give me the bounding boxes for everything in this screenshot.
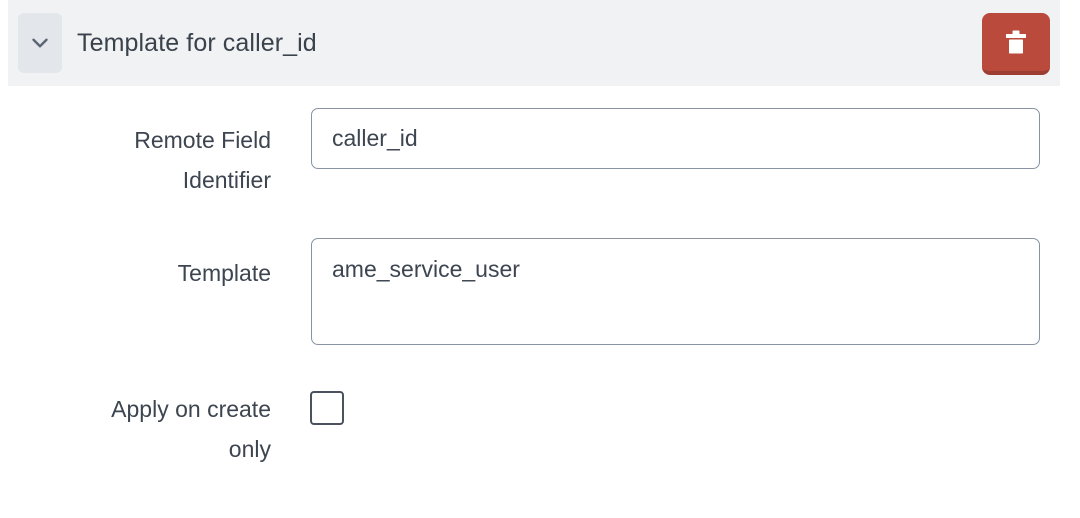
panel-title: Template for caller_id [77,29,317,57]
remote-field-label: Remote Field Identifier [134,127,271,193]
chevron-down-icon [27,30,53,56]
delete-button[interactable] [982,13,1050,75]
panel-header: Template for caller_id [8,0,1060,86]
remote-field-input[interactable] [311,108,1040,169]
template-textarea[interactable]: ame_service_user [311,238,1040,345]
collapse-toggle-button[interactable] [18,13,62,73]
template-label: Template [177,260,271,286]
apply-on-create-only-label: Apply on create only [111,396,271,462]
trash-icon [1005,30,1027,54]
apply-on-create-only-checkbox[interactable] [310,391,344,425]
